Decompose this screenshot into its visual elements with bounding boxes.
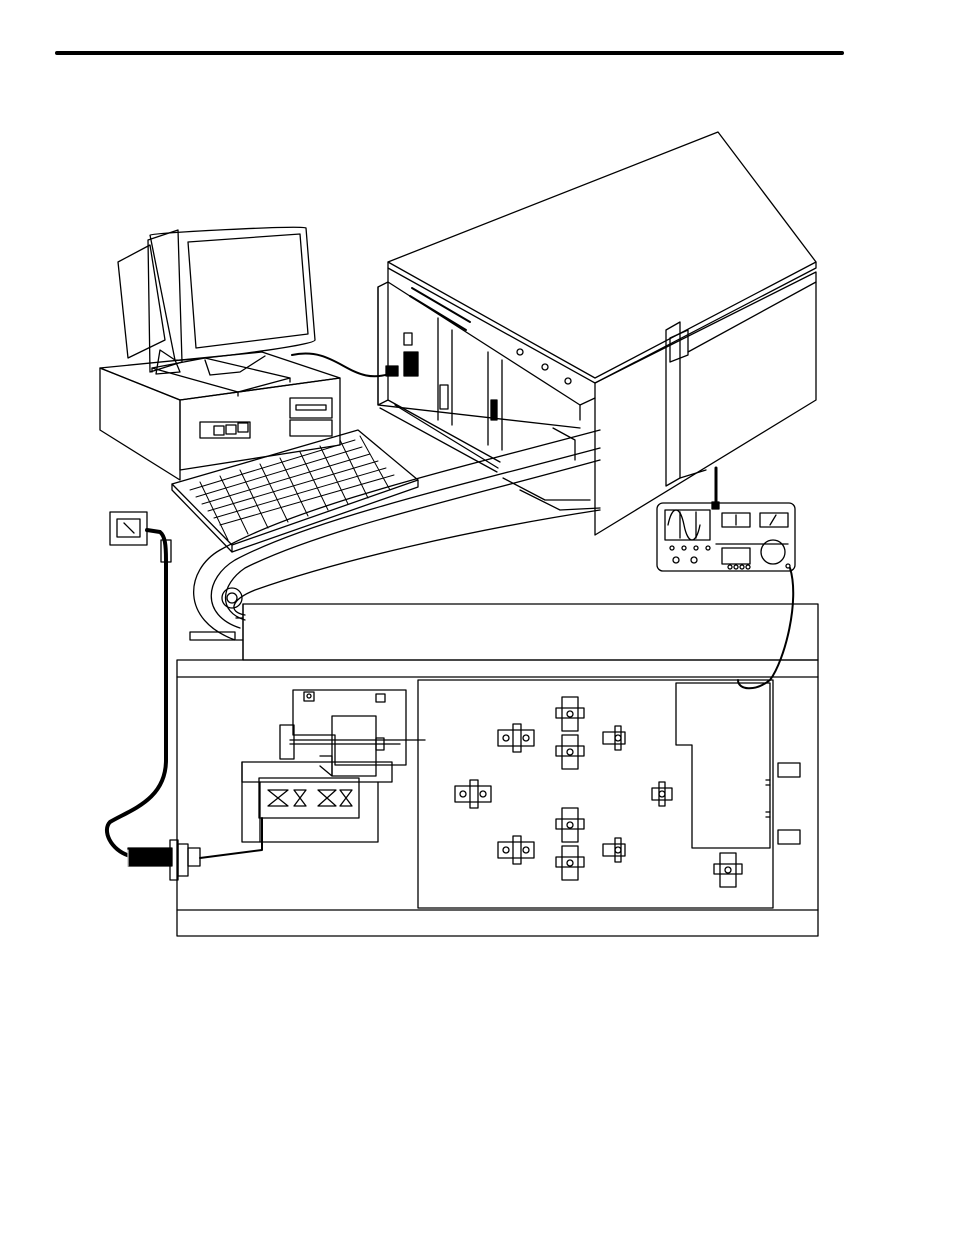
component-footprint <box>603 726 625 750</box>
component-footprint <box>556 697 584 769</box>
probe-cable <box>738 568 793 688</box>
rf-connector <box>128 840 200 880</box>
computer-monitor <box>118 227 315 396</box>
component-footprint <box>455 780 491 808</box>
monitor-cable <box>292 354 395 377</box>
component-footprint <box>498 724 534 752</box>
component-footprint <box>556 808 584 880</box>
circuit-board-assembly <box>177 604 818 936</box>
component-footprint <box>714 853 742 887</box>
component-footprint <box>498 836 534 864</box>
card-cage-chassis <box>378 132 816 535</box>
component-footprint <box>603 838 625 862</box>
component-footprint <box>652 782 672 806</box>
coaxial-cable <box>107 530 171 856</box>
panel-meter <box>110 512 147 545</box>
component-footprints <box>455 697 742 887</box>
oscilloscope-test-instrument <box>657 468 795 571</box>
